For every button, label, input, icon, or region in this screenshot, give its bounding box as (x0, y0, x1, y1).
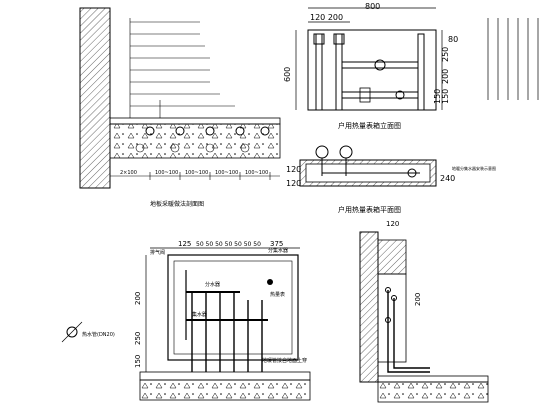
width-label-2: 100~100 (155, 170, 178, 176)
elevation-title: 户用热量表箱立面图 (338, 121, 401, 130)
dim-spacing: 50 50 50 50 50 50 50 (196, 241, 261, 248)
plan-meter (407, 168, 417, 178)
label-valve: 排气阀 (150, 249, 165, 256)
section-pipes (387, 290, 430, 373)
width-label-5: 100~100 (245, 170, 268, 176)
right-note: 地暖分集水器安装示意图 (452, 165, 496, 171)
dim-150-a: 150 (441, 89, 450, 104)
section-slab (377, 381, 489, 403)
manifold-detail: 125 50 50 50 50 50 50 50 375 200 250 150… (61, 240, 311, 401)
dim-200: 200 (441, 69, 450, 84)
label-return: 集水器 (192, 311, 207, 318)
dim-600: 600 (283, 67, 292, 82)
manifold-pipes (191, 292, 263, 372)
riser-cap-2 (333, 33, 345, 45)
valve-symbol (395, 90, 405, 100)
dim-800: 800 (365, 2, 380, 11)
section-detail: 120 200 (359, 220, 489, 403)
bottom-dimension-line (109, 172, 280, 180)
label-note: 地暖管接自地面上穿 (262, 357, 307, 364)
meter-dot (267, 279, 273, 285)
plan-detail: 120 120 240 户用热量表箱平面图 (286, 145, 455, 214)
elevation-detail: 800 120 200 600 80 250 200 150 150 户用热量表 (283, 2, 458, 130)
layer-leaders (129, 18, 235, 118)
width-label-1: 2×100 (120, 170, 137, 176)
label-supply: 分水器 (205, 281, 220, 288)
section-box-top (377, 239, 407, 275)
plan-dim-240: 240 (440, 174, 455, 183)
plan-riser-2 (339, 145, 353, 159)
section-wall (359, 231, 379, 383)
floor-screed (139, 371, 311, 381)
screed-layer (109, 117, 281, 125)
pipe-note: 热水管(DN20) (82, 331, 115, 338)
plan-riser-1 (315, 145, 329, 159)
horizontal-pipes (342, 61, 418, 99)
slab-voids (135, 143, 250, 153)
plan-dim-120a: 120 (286, 165, 301, 174)
manifold-box (167, 254, 299, 361)
manifold-box-inner (173, 260, 293, 355)
label-heat: 热量表 (270, 291, 285, 298)
wall-hatch (79, 7, 111, 189)
section-fittings (385, 287, 397, 323)
dim-120-right: 120 (386, 220, 399, 228)
dim-250: 250 (441, 47, 450, 62)
meter-box-outline (307, 29, 437, 111)
dim-200-right: 200 (414, 293, 422, 306)
width-label-3: 100~100 (185, 170, 208, 176)
dim-80: 80 (448, 35, 458, 44)
dim-125: 125 (178, 240, 191, 248)
right-notes: 地暖分集水器安装示意图 (452, 18, 539, 171)
plan-dim-120b: 120 (286, 179, 301, 188)
width-label-4: 100~100 (215, 170, 238, 176)
label-box: 分集水器 (268, 247, 288, 254)
dim-200-left: 200 (134, 292, 142, 305)
floor-slab (139, 379, 311, 401)
dim-375: 375 (270, 240, 283, 248)
floor-section-title: 地板采暖做法剖面图 (150, 200, 204, 208)
dim-150-left: 150 (134, 355, 142, 368)
legend-ticks (487, 18, 539, 100)
heat-meter-symbol (374, 59, 386, 71)
plan-title: 户用热量表箱平面图 (338, 205, 401, 214)
floor-section-detail: 2×100 100~100 100~100 100~100 100~100 地板… (79, 7, 281, 208)
pipe-callout-circle (66, 326, 78, 338)
concrete-slab (109, 123, 281, 159)
filter-symbol (359, 87, 371, 103)
riser-cap-1 (313, 33, 325, 45)
dim-250-left: 250 (134, 332, 142, 345)
section-screed (377, 375, 489, 383)
dim-150-b: 150 (433, 89, 442, 104)
section-box (377, 273, 407, 363)
pipe-circles (145, 126, 270, 136)
dim-120-200: 120 200 (310, 13, 343, 22)
